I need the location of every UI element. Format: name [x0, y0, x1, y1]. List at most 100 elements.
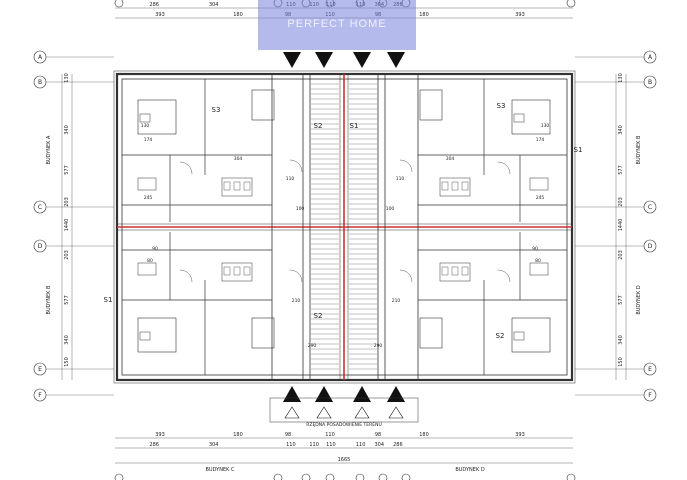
- chair: [461, 266, 469, 276]
- room-label-s3: S3: [497, 102, 506, 110]
- bottom-dim-inner: 286: [149, 442, 159, 448]
- entrance-arrow-top: [387, 52, 405, 68]
- top-dim-outer: 180: [233, 12, 243, 18]
- structure-layer: [33, 0, 657, 480]
- grid-bubble-right: [643, 362, 657, 376]
- bed-outline: [511, 317, 551, 353]
- pillow: [513, 331, 525, 341]
- door-swing: [179, 161, 193, 175]
- grid-bubble-left: [33, 50, 47, 64]
- bottom-dim-outer: 180: [233, 432, 243, 438]
- bottom-dim-outer: 393: [515, 432, 525, 438]
- entrance-arrow-top: [283, 52, 301, 68]
- grid-axis-label-right: E: [648, 366, 652, 373]
- left-dim: 203: [64, 250, 70, 260]
- outer-wall-edge: [113, 70, 576, 384]
- room-dimension: 100: [386, 206, 395, 212]
- grid-bubble-bottom: [114, 473, 124, 480]
- grid-bubble-right: [643, 239, 657, 253]
- right-dim: 1440: [618, 219, 624, 232]
- top-dim-inner: 286: [149, 2, 159, 8]
- top-dim-outer: 393: [515, 12, 525, 18]
- chair: [223, 266, 231, 276]
- grid-axis-label-left: A: [38, 54, 43, 61]
- left-dim: 130: [64, 73, 70, 83]
- chair: [441, 266, 449, 276]
- grid-axis-label-right: A: [648, 54, 653, 61]
- level-marker: [284, 406, 300, 419]
- entrance-arrow-top: [353, 52, 371, 68]
- left-dim: 203: [64, 197, 70, 207]
- right-dim: 150: [618, 357, 624, 367]
- bottom-dim-inner: 110: [309, 442, 319, 448]
- grid-axis-label-right: C: [648, 204, 652, 211]
- left-dim: 577: [64, 295, 70, 305]
- door-swing: [289, 159, 303, 173]
- level-marker: [388, 406, 404, 419]
- grid-bubble-left: [33, 239, 47, 253]
- grid-bubble-left: [33, 362, 47, 376]
- room-dimension: 90: [152, 246, 158, 252]
- entrance-arrow-bottom: [353, 386, 371, 402]
- top-dim-inner: 304: [209, 2, 219, 8]
- bottom-dim-outer: 110: [325, 432, 335, 438]
- bottom-dim-outer: 180: [419, 432, 429, 438]
- grid-bubble-top: [114, 0, 124, 8]
- room-dimension: 245: [144, 195, 153, 201]
- room-dimension: 304: [234, 156, 243, 162]
- room-dimension: 110: [396, 176, 405, 182]
- room-dimension: 130: [141, 123, 150, 129]
- chair: [451, 181, 459, 191]
- grid-bubble-right: [643, 200, 657, 214]
- door-swing: [399, 159, 413, 173]
- bottom-dim-outer: 393: [155, 432, 165, 438]
- grid-bubble-top: [566, 0, 576, 8]
- grid-axis-label-right: B: [648, 79, 652, 86]
- table-outline: [529, 177, 549, 191]
- right-dim: 577: [618, 295, 624, 305]
- dining-table: [221, 177, 253, 197]
- right-dim: 340: [618, 335, 624, 345]
- table-outline: [529, 262, 549, 276]
- grid-bubble-bottom: [566, 473, 576, 480]
- left-dim: 150: [64, 357, 70, 367]
- grid-bubble-left: [33, 200, 47, 214]
- grid-axis-label-left: E: [38, 366, 42, 373]
- pillow: [139, 331, 151, 341]
- grid-axis-label-left: F: [38, 392, 42, 399]
- grid-bubble-right: [643, 50, 657, 64]
- level-marker: [354, 406, 370, 419]
- room-label-s1: S1: [574, 146, 583, 154]
- entrance-arrow-bottom: [387, 386, 405, 402]
- room-dimension: 210: [392, 298, 401, 304]
- grid-bubble-right: [643, 75, 657, 89]
- room-dimension: 304: [446, 156, 455, 162]
- right-dim: 203: [618, 197, 624, 207]
- chair: [223, 181, 231, 191]
- chair: [441, 181, 449, 191]
- bed-outline: [137, 317, 177, 353]
- grid-axis-label-left: D: [38, 243, 43, 250]
- grid-bubble-bottom: [325, 473, 335, 480]
- entrance-arrow-bottom: [283, 386, 301, 402]
- room-dimension: 174: [144, 137, 153, 143]
- building-label-d-right: BUDYNEK D: [636, 285, 642, 314]
- right-dim: 130: [618, 73, 624, 83]
- room-label-s2: S2: [496, 332, 505, 340]
- bottom-dim-inner: 304: [374, 442, 384, 448]
- terrain-note: RZĘDNA POSADOWIENIE TERENU: [306, 422, 381, 428]
- top-dim-outer: 393: [155, 12, 165, 18]
- bottom-dim-inner: 110: [286, 442, 296, 448]
- room-dimension: 245: [536, 195, 545, 201]
- right-dim: 577: [618, 165, 624, 175]
- bottom-dim-inner: 110: [326, 442, 336, 448]
- building-label-a: BUDYNEK A: [46, 135, 52, 164]
- grid-bubble-bottom: [355, 473, 365, 480]
- table-outline: [137, 262, 157, 276]
- door-swing: [497, 269, 511, 283]
- perfect-home-watermark: PERFECT HOME: [258, 0, 416, 50]
- bottom-dim-inner: 304: [209, 442, 219, 448]
- room-dimension: 90: [532, 246, 538, 252]
- room-label-s1: S1: [350, 122, 359, 130]
